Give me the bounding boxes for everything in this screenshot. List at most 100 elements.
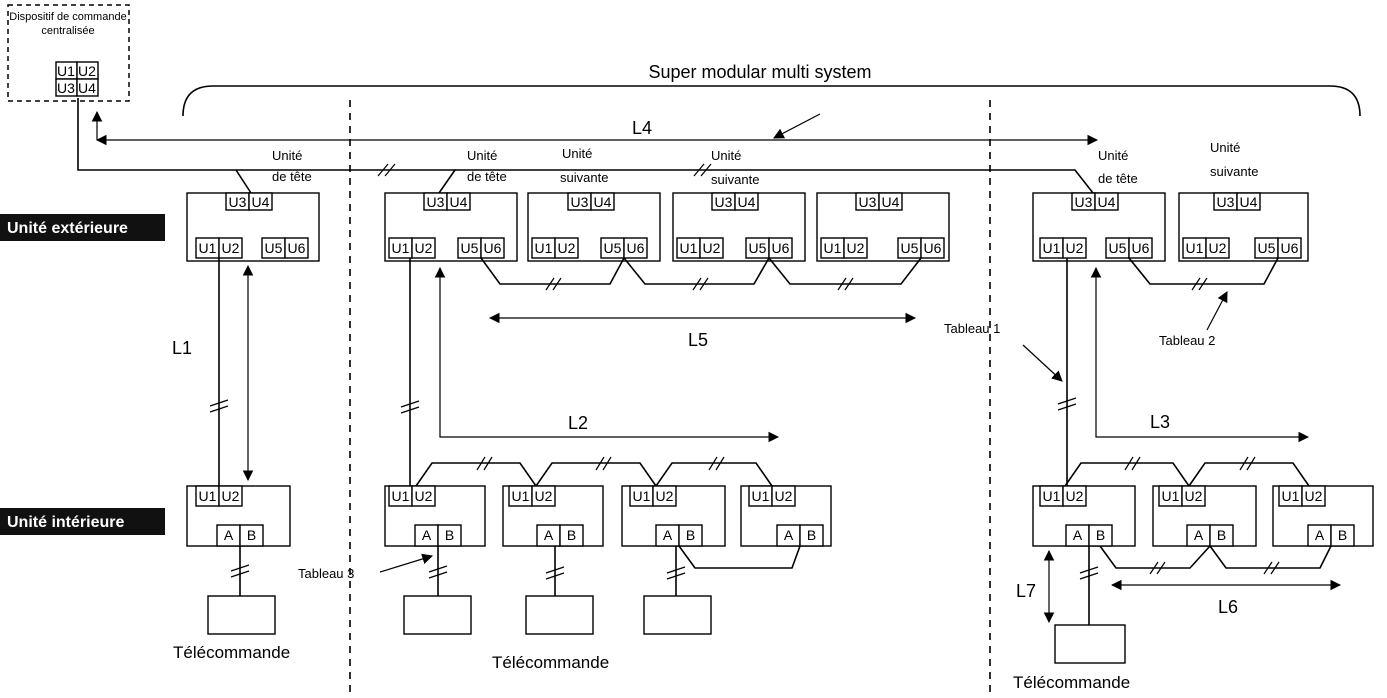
l3-label: L3 <box>1150 412 1170 432</box>
svg-text:U5: U5 <box>901 240 919 256</box>
svg-text:U5: U5 <box>265 240 283 256</box>
indoor-link-wire <box>655 462 773 487</box>
svg-text:U1: U1 <box>1186 240 1204 256</box>
wire-crossing-mark <box>595 456 605 471</box>
svg-text:U3: U3 <box>715 194 733 210</box>
wire-crossing-mark <box>400 400 420 408</box>
indoor-link-wire <box>1064 462 1190 487</box>
svg-text:U2: U2 <box>222 488 240 504</box>
svg-text:B: B <box>1096 527 1105 543</box>
svg-text:U4: U4 <box>1098 194 1116 210</box>
pointer-arrow <box>379 553 434 573</box>
central-bus-wire <box>77 98 252 194</box>
svg-text:Unité intérieure: Unité intérieure <box>7 514 124 531</box>
svg-text:U1: U1 <box>392 240 410 256</box>
l5-label: L5 <box>688 330 708 350</box>
indoor-unit: U1 U2 A B <box>502 485 604 547</box>
svg-text:U2: U2 <box>415 240 433 256</box>
svg-text:U1: U1 <box>1043 488 1061 504</box>
wire-crossing-mark <box>602 456 612 471</box>
indoor-unit: U1 U2 A B <box>186 485 291 547</box>
svg-text:U1: U1 <box>392 488 410 504</box>
svg-text:U4: U4 <box>1240 194 1258 210</box>
remote-controller <box>1054 624 1126 664</box>
wire-crossing-mark <box>700 163 712 177</box>
svg-text:U2: U2 <box>1305 488 1323 504</box>
indoor-ab-link-wire <box>678 545 801 569</box>
svg-text:A: A <box>422 527 432 543</box>
wire-crossing-mark <box>377 163 389 177</box>
svg-text:U1: U1 <box>1282 488 1300 504</box>
remote-controller <box>643 595 712 635</box>
wire-crossing-mark <box>1156 561 1166 575</box>
wire-crossing-mark <box>400 406 420 414</box>
outdoor-link-wire <box>623 257 770 285</box>
svg-text:U6: U6 <box>484 240 502 256</box>
indoor-unit: U1 U2 A B <box>384 485 486 547</box>
svg-text:U6: U6 <box>288 240 306 256</box>
remote-controller <box>525 595 594 635</box>
unit-label: suivante <box>560 170 608 185</box>
svg-text:B: B <box>247 527 256 543</box>
central-terminal-u3: U3 <box>57 80 75 96</box>
pointer-arrow <box>773 113 821 139</box>
wire-crossing-mark <box>428 565 448 573</box>
svg-text:U5: U5 <box>604 240 622 256</box>
outdoor-unit: U3 U4 U1 U2 U5 U6 <box>816 192 950 262</box>
svg-text:U3: U3 <box>1075 194 1093 210</box>
svg-text:U4: U4 <box>882 194 900 210</box>
svg-text:U4: U4 <box>450 194 468 210</box>
table-3-label: Tableau 3 <box>298 566 354 581</box>
wire-crossing-mark <box>844 277 854 291</box>
svg-text:U5: U5 <box>1109 240 1127 256</box>
svg-text:U6: U6 <box>772 240 790 256</box>
indoor-ab-link-wire <box>1209 545 1332 569</box>
svg-text:U1: U1 <box>680 240 698 256</box>
central-control-device: Dispositif de commande centralisée U1 U2… <box>7 4 130 102</box>
wire-crossing-mark <box>428 571 448 579</box>
svg-text:U2: U2 <box>1209 240 1227 256</box>
svg-text:Unité extérieure: Unité extérieure <box>7 220 128 237</box>
outdoor-unit: U3 U4 U1 U2 U5 U6 <box>384 192 518 262</box>
svg-text:U2: U2 <box>222 240 240 256</box>
central-bus-wire <box>236 169 457 194</box>
wire-crossing-mark <box>1057 397 1077 405</box>
wire-crossing-mark <box>1079 566 1099 574</box>
central-control-title: Dispositif de commande <box>9 11 126 23</box>
wire-crossing-mark <box>384 163 396 177</box>
l7-label: L7 <box>1016 581 1036 601</box>
svg-text:U1: U1 <box>199 240 217 256</box>
wire-crossing-mark <box>666 572 686 580</box>
outdoor-unit: U3 U4 U1 U2 U5 U6 <box>1032 192 1166 262</box>
l1-label: L1 <box>172 338 192 358</box>
indoor-unit: U1 U2 A B <box>1032 485 1136 547</box>
svg-text:A: A <box>784 527 794 543</box>
outdoor-unit: U3 U4 U1 U2 U5 U6 <box>527 192 661 262</box>
wire-crossing-mark <box>545 566 565 574</box>
svg-text:U1: U1 <box>1043 240 1061 256</box>
outdoor-unit: U3 U4 U1 U2 U5 U6 <box>672 192 806 262</box>
unit-label: suivante <box>1210 164 1258 179</box>
wire-crossing-mark <box>483 456 493 471</box>
svg-text:U3: U3 <box>229 194 247 210</box>
svg-text:U6: U6 <box>627 240 645 256</box>
remote-caption: Télécommande <box>1013 673 1130 692</box>
svg-text:U1: U1 <box>633 488 651 504</box>
central-terminal-u4: U4 <box>78 80 96 96</box>
outdoor-unit: U3 U4 U1 U2 U5 U6 <box>1178 192 1309 262</box>
svg-text:U4: U4 <box>738 194 756 210</box>
indoor-unit: U1 U2 A B <box>1152 485 1257 547</box>
svg-text:U3: U3 <box>859 194 877 210</box>
svg-text:U5: U5 <box>1258 240 1276 256</box>
unit-label: de tête <box>272 169 312 184</box>
central-bus-wire <box>455 169 1094 194</box>
wire-crossing-mark <box>476 456 486 471</box>
wire-crossing-mark <box>209 405 229 413</box>
central-control-subtitle: centralisée <box>41 25 94 37</box>
svg-text:U4: U4 <box>252 194 270 210</box>
unit-label: Unité <box>1210 140 1240 155</box>
wire-crossing-mark <box>1131 456 1141 471</box>
row-label-outdoor: Unité extérieure <box>0 214 165 241</box>
wire-crossing-mark <box>1057 403 1077 411</box>
